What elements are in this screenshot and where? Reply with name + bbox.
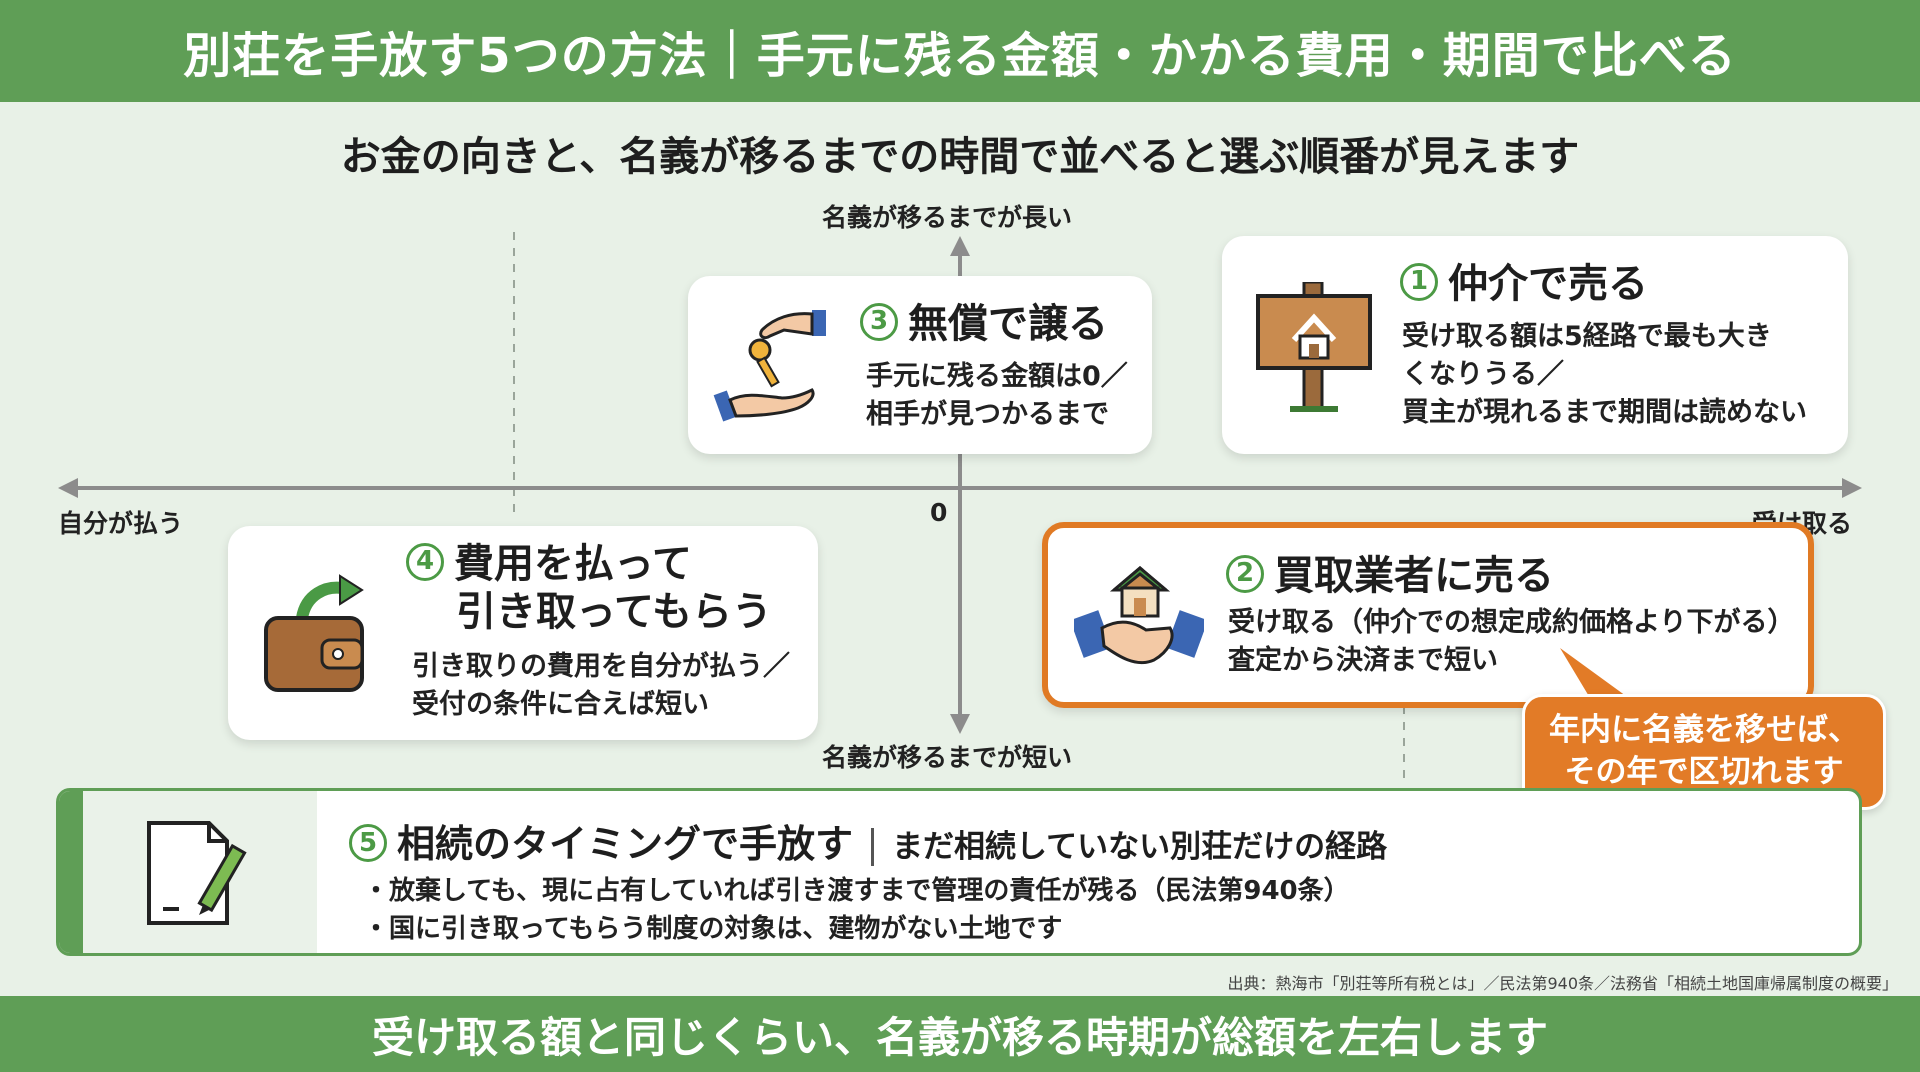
card-inheritance: 5 相続のタイミングで手放す まだ相続していない別荘だけの経路 ・放棄しても、現に占… [56, 788, 1862, 956]
card-2-desc-line: 受け取る（仲介での想定成約価格より下がる） [1228, 607, 1795, 638]
callout-line: 年内に名義を移せば、 [1549, 712, 1859, 749]
bullet-item: ・国に引き取ってもらう制度の対象は、建物がない土地です [363, 913, 1063, 944]
hand-key-icon [712, 306, 832, 430]
card-5-bullets: ・放棄しても、現に占有していれば引き渡すまで管理の責任が残る（民法第940条） … [363, 873, 1350, 948]
subtitle: お金の向きと、名義が移るまでの時間で並べると選ぶ順番が見えます [340, 134, 1580, 180]
card-brokerage-sale: 1 仲介で売る 受け取る額は5経路で最も大き くなりうる／ 買主が現れるまで期間は… [1222, 236, 1848, 454]
card-3-title: 3 無償で譲る [860, 300, 1108, 348]
card-5-stripe [59, 791, 83, 953]
card-5-number: 5 [349, 823, 387, 862]
document-pen-icon [147, 821, 247, 925]
card-2-title: 2 買取業者に売る [1226, 552, 1554, 600]
card-5-title-text: 相続のタイミングで手放す [397, 822, 854, 866]
page-title: 別荘を手放す5つの方法｜手元に残る金額・かかる費用・期間で比べる [0, 0, 1920, 102]
card-2-desc-line: 査定から決済まで短い [1228, 644, 1498, 676]
card-3-desc-line: 手元に残る金額は0／ [866, 361, 1128, 392]
axis-label-bottom: 名義が移るまでが短い [822, 743, 1073, 772]
callout-line: その年で区切れます [1564, 754, 1844, 790]
card-3-desc: 手元に残る金額は0／ 相手が見つかるまで [866, 358, 1128, 434]
card-4-desc-line: 受付の条件に合えば短い [412, 688, 709, 720]
card-3-desc-line: 相手が見つかるまで [866, 398, 1109, 430]
card-1-desc: 受け取る額は5経路で最も大き くなりうる／ 買主が現れるまで期間は読めない [1402, 318, 1807, 431]
card-4-title: 4 費用を払って 引き取ってもらう [406, 540, 772, 636]
card-2-desc: 受け取る（仲介での想定成約価格より下がる） 査定から決済まで短い [1228, 604, 1794, 680]
card-3-number: 3 [860, 303, 898, 341]
card-5-icon-area [83, 791, 317, 953]
source-citation: 出典：熱海市「別荘等所有税とは」／民法第940条／法務省「相続土地国庫帰属制度の… [1227, 974, 1898, 993]
card-paid-takeover: 4 費用を払って 引き取ってもらう 引き取りの費用を自分が払う／ 受付の条件に合え… [228, 526, 818, 740]
wallet-arrow-icon [262, 574, 372, 698]
axis-arrow-up [950, 236, 970, 256]
card-5-title: 5 相続のタイミングで手放す まだ相続していない別荘だけの経路 [349, 813, 1387, 868]
card-3-title-text: 無償で譲る [908, 301, 1108, 347]
card-4-number: 4 [406, 543, 444, 581]
callout-tail [1560, 648, 1626, 698]
signboard-house-icon [1254, 280, 1374, 416]
card-1-title-text: 仲介で売る [1448, 261, 1648, 307]
card-2-title-text: 買取業者に売る [1274, 553, 1554, 599]
card-4-title-line: 引き取ってもらう [456, 589, 772, 635]
card-free-transfer: 3 無償で譲る 手元に残る金額は0／ 相手が見つかるまで [688, 276, 1152, 454]
bullet-item: ・放棄しても、現に占有していれば引き渡すまで管理の責任が残る（民法第940条） [363, 876, 1350, 906]
card-4-title-line: 費用を払って [454, 541, 692, 587]
title-separator [871, 827, 875, 866]
card-5-subtitle: まだ相続していない別荘だけの経路 [892, 829, 1388, 865]
axis-label-top: 名義が移るまでが長い [822, 203, 1073, 232]
card-1-desc-line: 買主が現れるまで期間は読めない [1402, 396, 1807, 428]
card-2-number: 2 [1226, 555, 1264, 593]
axis-arrow-left [58, 478, 78, 498]
card-1-desc-line: くなりうる／ [1402, 358, 1564, 390]
axis-arrow-down [950, 714, 970, 734]
footer-message: 受け取る額と同じくらい、名義が移る時期が総額を左右します [0, 996, 1920, 1072]
card-4-desc-line: 引き取りの費用を自分が払う／ [412, 651, 790, 682]
card-1-desc-line: 受け取る額は5経路で最も大き [1402, 321, 1772, 352]
card-4-desc: 引き取りの費用を自分が払う／ 受付の条件に合えば短い [412, 648, 790, 724]
axis-origin-label: 0 [930, 498, 948, 527]
axis-arrow-right [1842, 478, 1862, 498]
handshake-house-icon [1070, 556, 1208, 680]
card-1-number: 1 [1400, 263, 1438, 301]
card-buyer-sale: 2 買取業者に売る 受け取る（仲介での想定成約価格より下がる） 査定から決済まで短… [1042, 522, 1814, 708]
card-1-title: 1 仲介で売る [1400, 260, 1648, 308]
axis-label-left: 自分が払う [58, 509, 184, 538]
